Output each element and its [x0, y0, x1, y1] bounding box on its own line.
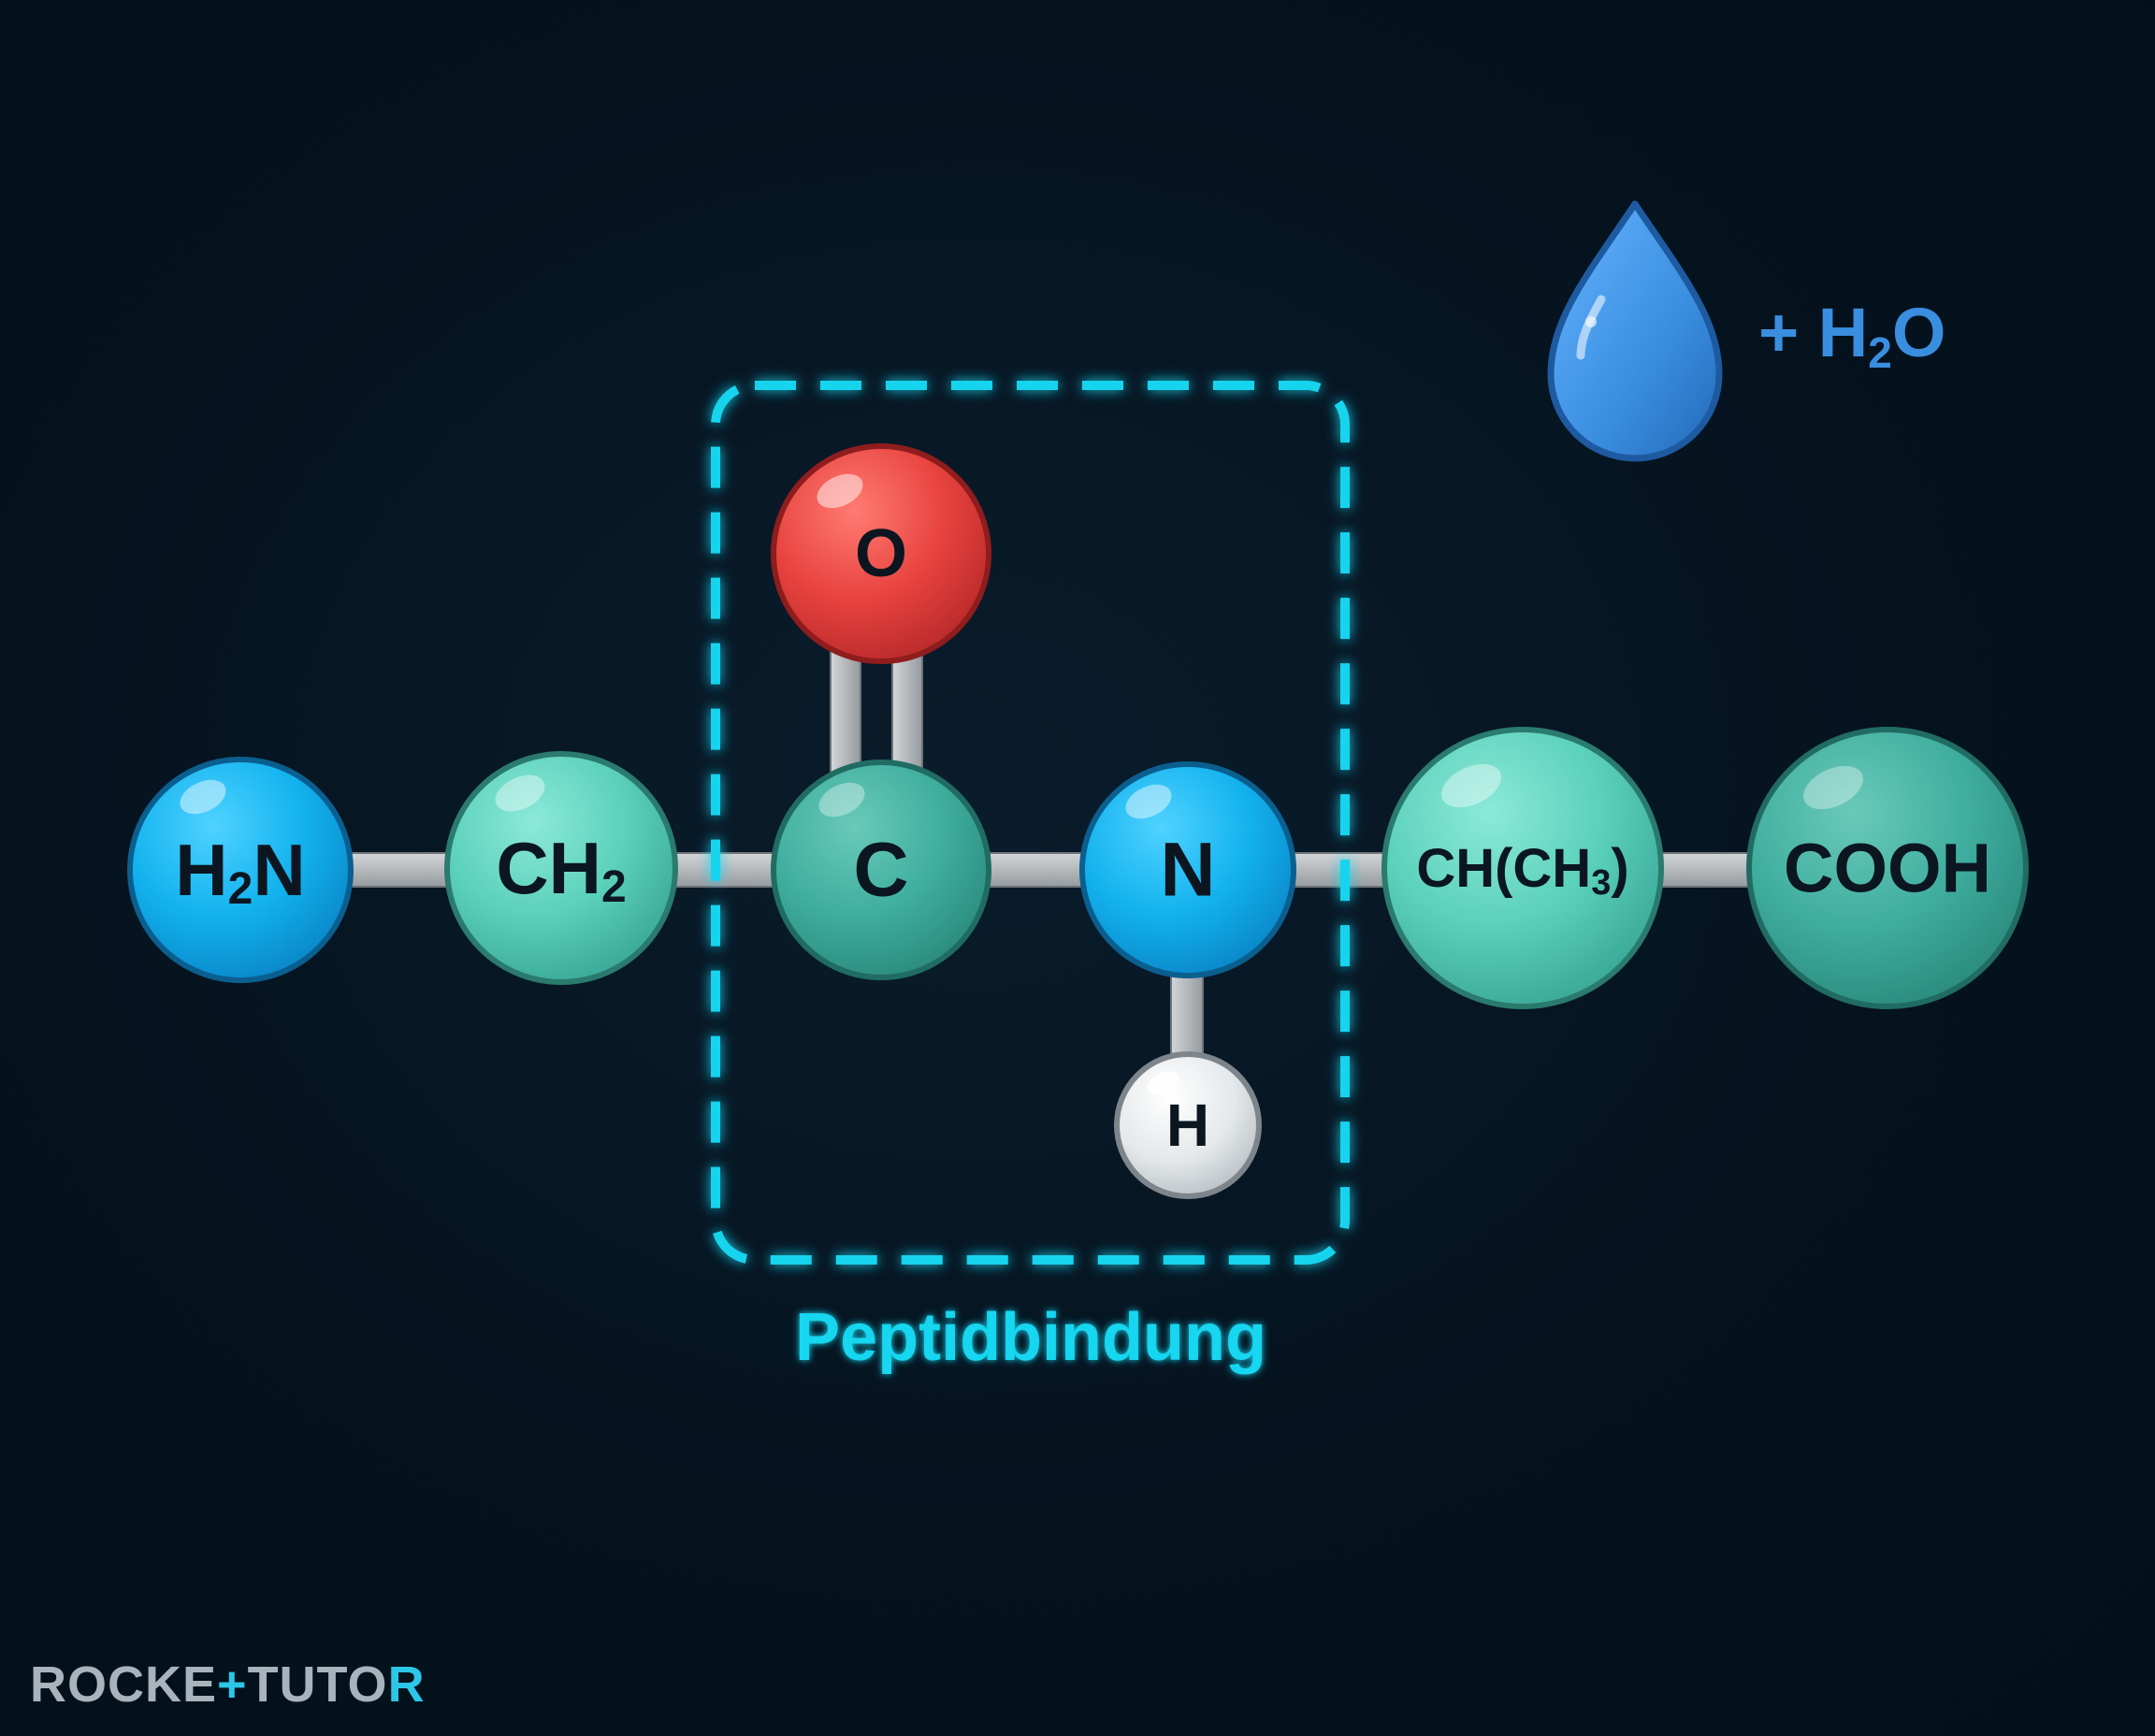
atom-h: H [1114, 1051, 1262, 1199]
water-sub: 2 [1868, 328, 1892, 377]
svg-text:CH2: CH2 [496, 827, 626, 912]
atom-cooh: COOH [1746, 727, 2029, 1009]
chch3-main: CH(CH [1416, 838, 1591, 899]
atom-chch3: CH(CH3) [1381, 727, 1664, 1009]
atom-ch2: CH2 [444, 751, 678, 985]
peptide-bond-box [711, 381, 1350, 1265]
o-label: O [855, 516, 907, 591]
water-plus-h: + H [1758, 294, 1868, 371]
atom-h2n: H2N [127, 757, 354, 983]
ch2-main: CH [496, 827, 601, 909]
svg-text:H2N: H2N [175, 829, 305, 914]
water-drop-icon [1547, 200, 1723, 462]
water-formula: + H2O [1758, 294, 1945, 378]
chch3-tail: ) [1611, 838, 1628, 899]
h2n-sub: 2 [228, 864, 253, 914]
n-label: N [1160, 828, 1215, 913]
h2n-tail: N [253, 829, 305, 911]
c-label: C [853, 828, 908, 913]
logo-part2: TUTO [247, 1656, 388, 1713]
bonds [345, 644, 1759, 1072]
atom-c: C [771, 760, 991, 980]
h2n-main: H [175, 829, 227, 911]
logo-part1: ROCKE [30, 1656, 218, 1713]
atom-o: O [771, 443, 991, 664]
bond-chch3-cooh [1655, 852, 1759, 888]
bond-ch2-c [673, 852, 777, 888]
double-bond-left [830, 644, 861, 782]
bond-c-n [986, 852, 1091, 888]
h-label: H [1166, 1092, 1209, 1159]
chch3-sub: 3 [1591, 863, 1611, 903]
svg-text:CH(CH3): CH(CH3) [1416, 838, 1628, 904]
cooh-label: COOH [1784, 830, 1991, 907]
atom-n: N [1079, 761, 1296, 978]
water-tail: O [1892, 294, 1946, 371]
logo-part3: R [387, 1656, 426, 1713]
logo-mark: + [217, 1656, 248, 1713]
ch2-sub: 2 [601, 862, 627, 912]
peptide-bond-label: Peptidbindung [795, 1300, 1266, 1375]
bond-h2n-ch2 [345, 852, 450, 888]
